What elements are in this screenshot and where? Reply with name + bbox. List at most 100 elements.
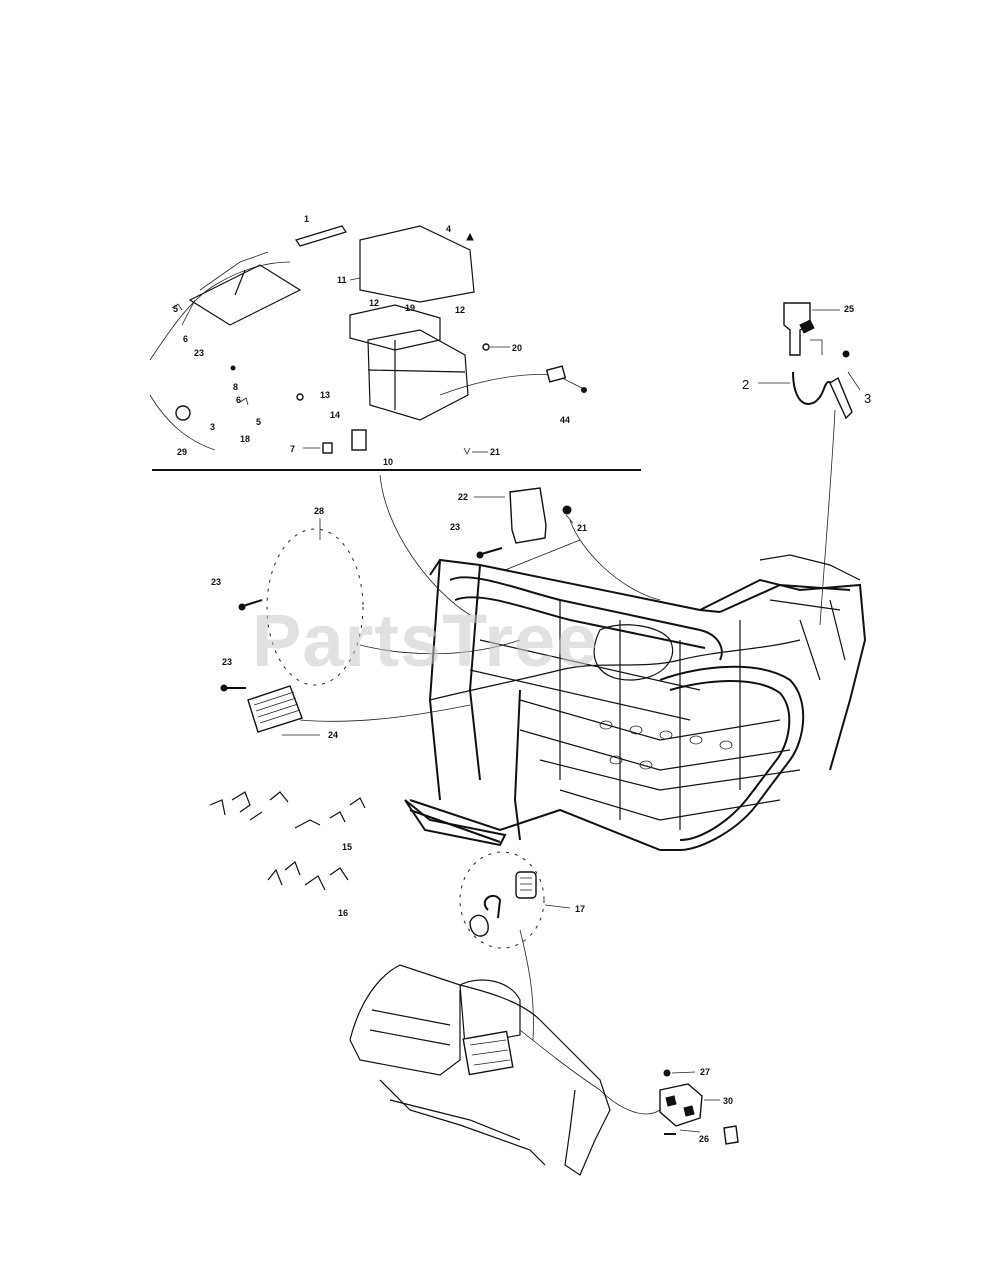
part-17-hook <box>483 894 502 919</box>
frame-harness-main <box>429 639 801 701</box>
part-7-fuse <box>322 442 333 454</box>
callout-27: 27 <box>700 1067 710 1077</box>
lower-group: 17 27 30 26 <box>349 851 739 1176</box>
callout-17: 17 <box>575 904 585 914</box>
part-21b-nut <box>562 505 572 515</box>
callout-19: 19 <box>405 303 415 313</box>
callout-29: 29 <box>177 447 187 457</box>
part-14-block <box>351 429 367 451</box>
callout-5b: 5 <box>256 417 261 427</box>
frame-bottom-skid <box>404 799 507 847</box>
part-17-switch-b <box>469 914 489 937</box>
part-44-relay <box>545 365 567 383</box>
frame-front-loop <box>659 665 805 851</box>
part-8-washer <box>230 365 236 371</box>
callout-20: 20 <box>512 343 522 353</box>
leader-10-frame <box>379 474 471 616</box>
part-44-connector <box>581 387 587 393</box>
leader-21b <box>565 514 574 524</box>
callout-12b: 12 <box>455 305 465 315</box>
leader-25-to-frame <box>819 409 836 626</box>
part-27-screw <box>663 1069 671 1077</box>
callout-28: 28 <box>314 506 324 516</box>
callout-7: 7 <box>290 444 295 454</box>
callout-11: 11 <box>337 275 347 285</box>
left-parts-group: 22 21 23 28 23 23 24 15 16 <box>209 487 587 918</box>
callout-21b: 21 <box>577 523 587 533</box>
upper-exploded-group: 1 4 11 12 19 12 5 6 23 20 8 6 13 3 5 14 … <box>149 214 641 471</box>
main-frame-group <box>299 474 867 851</box>
callout-8: 8 <box>233 382 238 392</box>
leader-21b-frame <box>569 519 661 601</box>
callout-3a: 3 <box>210 422 215 432</box>
leader-27 <box>671 1071 696 1074</box>
part-4-fastener <box>466 232 474 241</box>
part-22-module <box>509 487 547 544</box>
part-24-fins <box>253 691 301 724</box>
part-17-switch-a-lines <box>520 877 532 891</box>
part-23c-head <box>238 603 246 611</box>
leader-17 <box>544 904 571 909</box>
part-3-screw <box>842 350 850 358</box>
part-1-strap <box>295 225 347 247</box>
callout-6b: 6 <box>236 395 241 405</box>
callout-12a: 12 <box>369 298 379 308</box>
frame-tube-top <box>449 576 723 661</box>
callout-10: 10 <box>383 457 393 467</box>
dash-panel-lower <box>379 1079 546 1166</box>
part-28-cover <box>266 528 364 686</box>
part-25-connector <box>799 319 815 334</box>
part-21-tie <box>463 447 471 455</box>
part-6-clip <box>171 303 183 311</box>
part-16-brackets <box>267 861 349 891</box>
frame-tube-top2 <box>454 596 706 649</box>
callout-15: 15 <box>342 842 352 852</box>
callout-5a: 5 <box>173 304 178 314</box>
part-3-boot <box>829 376 853 420</box>
part-bracket-left <box>188 264 302 326</box>
frame-rear-parts <box>759 554 861 681</box>
part-24-regulator <box>247 685 303 733</box>
part-17-inset <box>459 851 545 949</box>
part-5-clip <box>239 397 249 406</box>
leader-24-frame <box>299 704 471 722</box>
callout-23d: 23 <box>222 657 232 667</box>
callout-16: 16 <box>338 908 348 918</box>
part-17-switch-a <box>515 871 537 899</box>
frame-center-tank <box>593 624 674 681</box>
part-25-coil <box>783 302 811 356</box>
part-20-clip <box>482 343 490 351</box>
callout-13: 13 <box>320 390 330 400</box>
dash-panel-face <box>349 990 461 1076</box>
part-23b-head <box>476 551 484 559</box>
frame-floor <box>519 699 801 821</box>
callout-6a: 6 <box>183 334 188 344</box>
callout-24: 24 <box>328 730 338 740</box>
callout-21a: 21 <box>490 447 500 457</box>
callout-3b: 3 <box>864 391 871 406</box>
dash-panel-hood <box>459 979 521 1046</box>
part-30-detail <box>665 1095 695 1117</box>
callout-23c: 23 <box>211 577 221 587</box>
callout-22: 22 <box>458 492 468 502</box>
part-23d-head <box>220 684 228 692</box>
part-29-grommet <box>175 405 191 421</box>
callout-25: 25 <box>844 304 854 314</box>
part-44-wire <box>561 377 583 389</box>
leader-26 <box>679 1129 701 1133</box>
part-30-switch <box>659 1083 703 1127</box>
part-15-brackets <box>209 791 366 829</box>
dash-panel-gauge-detail <box>469 1039 511 1066</box>
part-10-tray <box>367 329 469 421</box>
frame-crossbars <box>469 600 741 830</box>
frame-right-rail2 <box>719 583 851 613</box>
callout-18: 18 <box>240 434 250 444</box>
part-12-box <box>349 304 441 351</box>
watermark-text: PartsTree <box>252 599 598 682</box>
frame-lower-rail <box>409 799 661 851</box>
part-26-plug <box>723 1125 739 1145</box>
leader-28-frame <box>359 639 521 655</box>
ignition-coil-group: 25 2 3 <box>742 302 871 626</box>
part-2-lead <box>792 371 849 413</box>
